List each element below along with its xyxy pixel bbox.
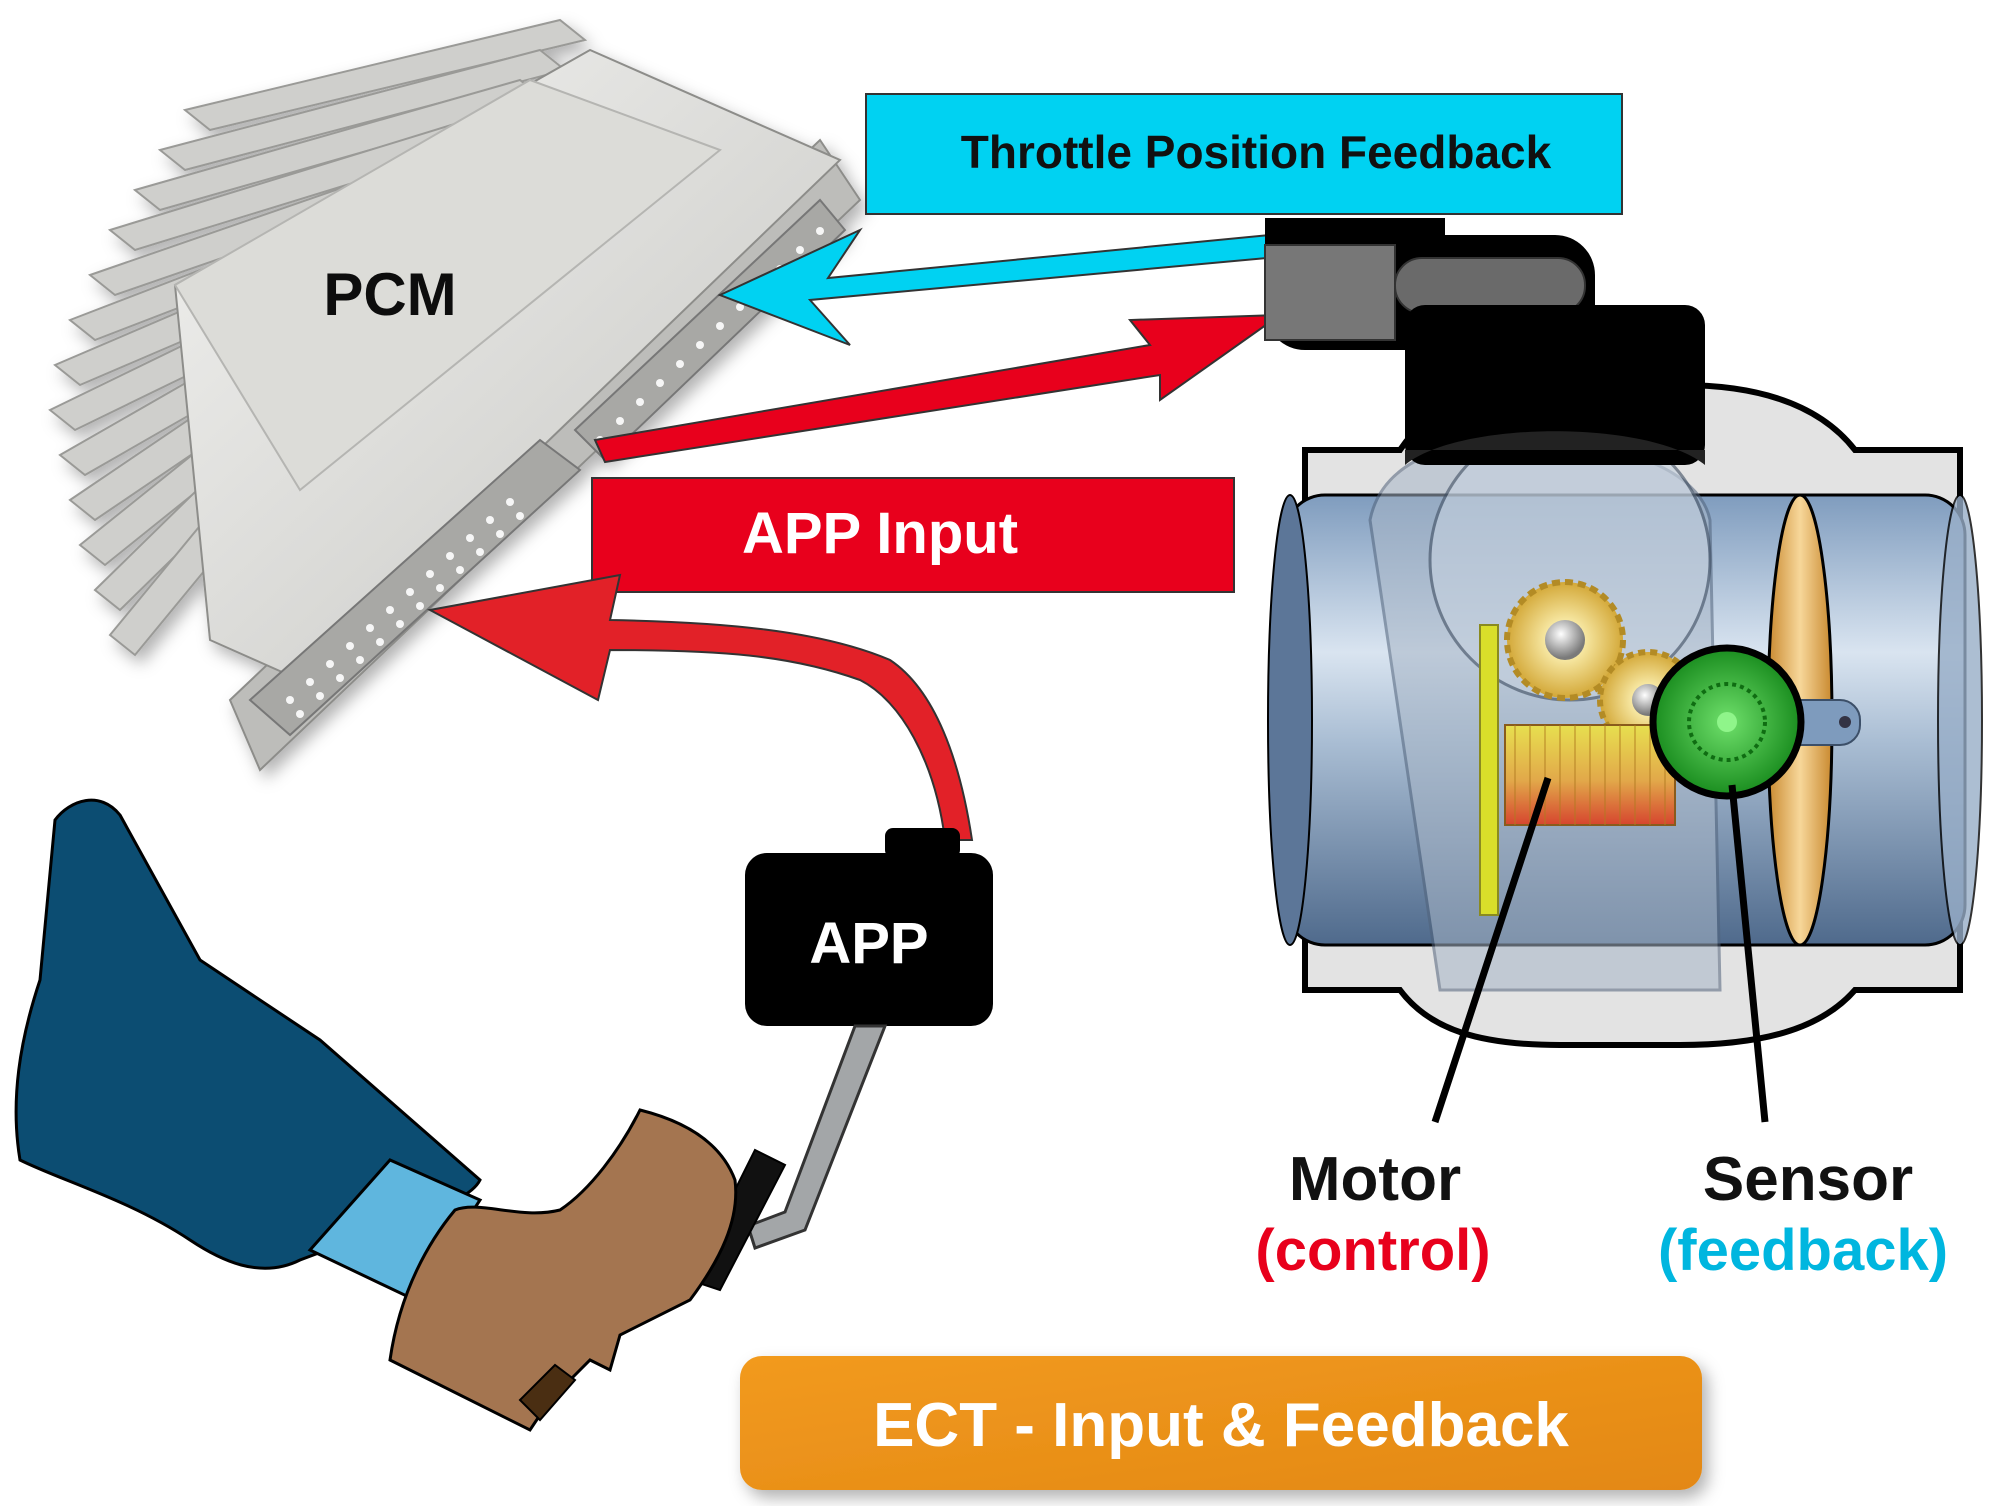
boot [388, 1108, 738, 1432]
app-sensor: APP [745, 828, 993, 1026]
caption-label: ECT - Input & Feedback [873, 1391, 1569, 1460]
throttle-body [1264, 218, 1983, 1124]
app-label: APP [809, 911, 928, 976]
throttle-feedback-label: Throttle Position Feedback [961, 126, 1552, 178]
gear-rack [1479, 624, 1499, 916]
pcm-connector-pins [248, 198, 847, 737]
app-input-box [591, 477, 1235, 593]
caption-banner [740, 1356, 1702, 1490]
feedback-arrow [717, 227, 1301, 346]
pant-leg [14, 798, 482, 1270]
pcm-label: PCM [323, 261, 456, 328]
app-input-arrow [427, 573, 974, 841]
motor-role-label: (control) [1255, 1218, 1490, 1283]
sensor-role-label: (feedback) [1658, 1218, 1948, 1283]
sensor-label: Sensor [1703, 1145, 1913, 1214]
throttle-feedback-box [865, 93, 1623, 215]
motor-leader-line [1431, 776, 1552, 1124]
app-input-label: APP Input [742, 501, 1018, 566]
pcm-label-plate [173, 78, 722, 492]
boot-heel [518, 1363, 577, 1422]
gear-large [1504, 579, 1626, 701]
sensor-leader-line [1728, 784, 1769, 1123]
motor-cap [1405, 305, 1705, 465]
pedal-arm [746, 1024, 888, 1250]
driver-foot [14, 798, 738, 1432]
motor-label: Motor [1289, 1145, 1461, 1214]
pcm-module: PCM [48, 18, 862, 772]
command-arrow [593, 313, 1284, 464]
app-sensor-body [745, 853, 993, 1026]
